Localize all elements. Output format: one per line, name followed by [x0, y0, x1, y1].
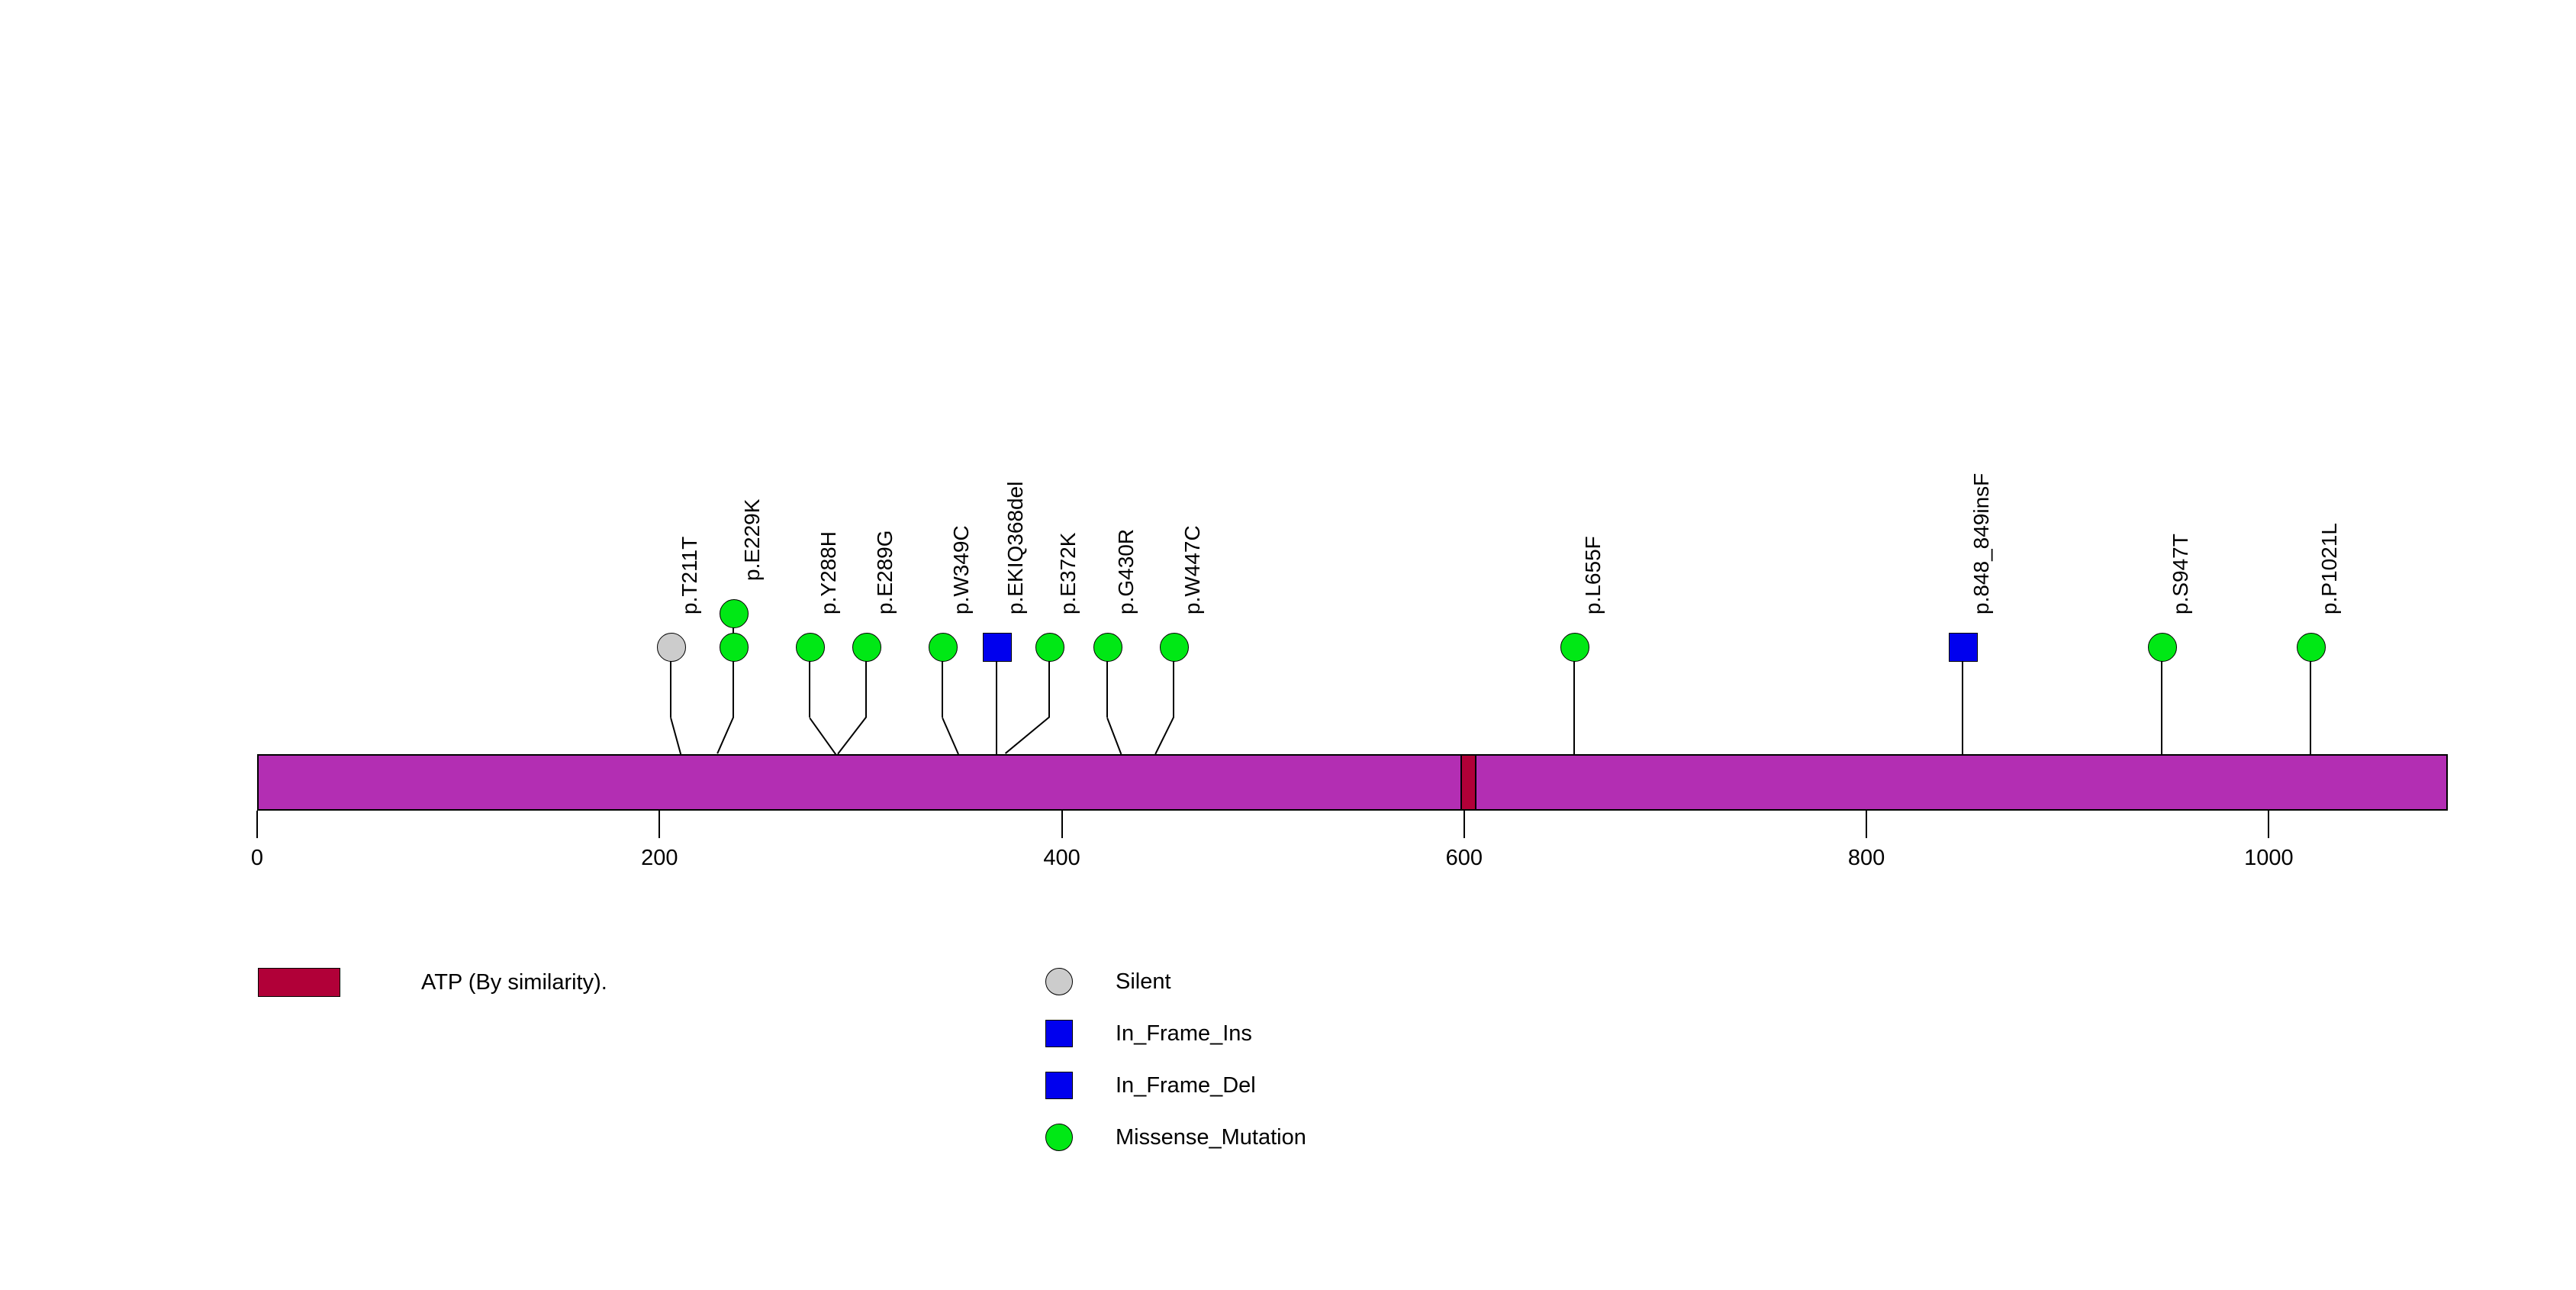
lollipop-stem-lower [1154, 717, 1175, 754]
mutation-label: p.T211T [678, 536, 702, 614]
mutation-legend-swatch-silent [1045, 968, 1073, 995]
lollipop-stem-lower [837, 716, 867, 754]
lollipop-head-missense_mutation[interactable] [719, 599, 749, 628]
lollipop-stem-lower [942, 718, 960, 755]
lollipop-head-missense_mutation[interactable] [2147, 633, 2177, 662]
lollipop-head-in_frame_del[interactable] [983, 633, 1013, 662]
axis-tick [1061, 811, 1063, 838]
mutation-label: p.L655F [1580, 536, 1605, 614]
lollipop-head-missense_mutation[interactable] [1560, 633, 1589, 662]
mutation-legend-label: Missense_Mutation [1116, 1125, 1306, 1150]
mutation-legend-label: Silent [1116, 969, 1171, 994]
mutation-legend-swatch-in_frame_del [1045, 1072, 1073, 1099]
lollipop-head-missense_mutation[interactable] [719, 633, 749, 662]
lollipop-stem-lower [716, 717, 734, 754]
axis-tick-label: 1000 [2244, 846, 2294, 870]
mutation-label: p.Y288H [816, 531, 840, 614]
mutation-label: p.G430R [1114, 528, 1138, 614]
lollipop-head-missense_mutation[interactable] [929, 633, 958, 662]
mutation-legend-swatch-missense_mutation [1045, 1124, 1073, 1151]
lollipop-stem-lower [809, 718, 837, 756]
lollipop-stem-upper [732, 614, 734, 718]
mutation-label: p.848_849insF [1969, 472, 1993, 614]
axis-tick-label: 400 [1043, 846, 1080, 870]
lollipop-stem-lower [1961, 718, 1963, 754]
lollipop-stem-lower [1573, 718, 1575, 754]
axis-tick [2268, 811, 2270, 838]
lollipop-head-silent[interactable] [657, 633, 687, 662]
lollipop-stem-lower [1106, 718, 1122, 755]
protein-domain-atp [1460, 754, 1476, 811]
mutation-label: p.EKIQ368del [1003, 481, 1028, 614]
mutation-label: p.E372K [1055, 532, 1080, 614]
mutation-label: p.W349C [949, 525, 973, 614]
protein-backbone [257, 754, 2448, 811]
mutation-legend-label: In_Frame_Ins [1116, 1021, 1252, 1046]
mutation-label: p.E229K [739, 498, 764, 581]
axis-tick-label: 600 [1445, 846, 1483, 870]
axis-tick-label: 800 [1847, 846, 1885, 870]
mutation-legend-swatch-in_frame_ins [1045, 1020, 1073, 1047]
axis-tick-label: 200 [641, 846, 678, 870]
axis-tick [1866, 811, 1868, 838]
mutation-label: p.S947T [2168, 534, 2192, 614]
mutation-label: p.E289G [872, 530, 897, 614]
axis-tick [1463, 811, 1465, 838]
lollipop-head-missense_mutation[interactable] [1160, 633, 1190, 662]
axis-tick [658, 811, 661, 838]
domain-legend-swatch [258, 968, 340, 997]
lollipop-stem-lower [996, 718, 998, 754]
lollipop-head-missense_mutation[interactable] [2296, 633, 2326, 662]
mutation-label: p.P1021L [2317, 523, 2341, 614]
mutation-legend-label: In_Frame_Del [1116, 1073, 1256, 1098]
axis-tick [256, 811, 258, 838]
axis-tick-label: 0 [250, 846, 264, 870]
domain-legend-label: ATP (By similarity). [421, 970, 607, 995]
lollipop-stem-lower [670, 718, 682, 755]
lollipop-head-missense_mutation[interactable] [1035, 633, 1064, 662]
lollipop-stem-lower [2160, 718, 2162, 754]
lollipop-head-in_frame_ins[interactable] [1948, 633, 1978, 662]
lollipop-head-missense_mutation[interactable] [796, 633, 825, 662]
lollipop-stem-lower [2309, 718, 2311, 754]
lollipop-stem-lower [1004, 716, 1050, 754]
mutation-label: p.W447C [1180, 525, 1205, 614]
lollipop-head-missense_mutation[interactable] [852, 633, 881, 662]
lollipop-head-missense_mutation[interactable] [1093, 633, 1123, 662]
